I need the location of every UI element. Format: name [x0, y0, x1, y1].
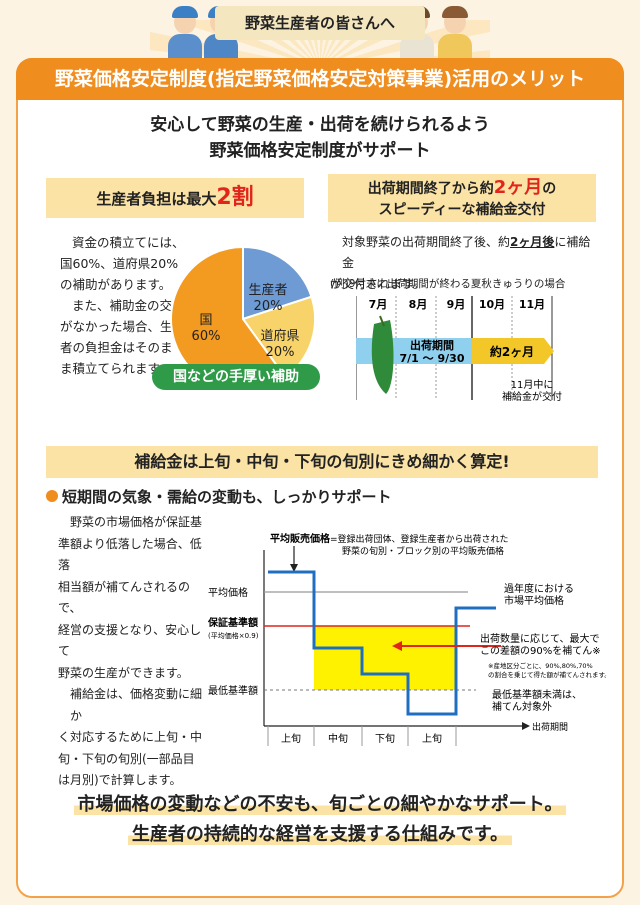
left-box-text: 資金の積立てには、 国60%、道府県20% の補助があります。 また、補助金の交…	[60, 235, 186, 376]
month-label: 7月	[369, 298, 388, 311]
period-tick: 上旬	[422, 732, 442, 745]
pie-label-national: 国	[199, 313, 212, 328]
pie-pct-producer: 20%	[254, 299, 283, 314]
lead-text: 安心して野菜の生産・出荷を続けられるよう 野菜価格安定制度がサポート	[150, 115, 490, 161]
shipping-timeline: 7月 8月 9月 10月 11月 出荷期間 7/1 〜 9/30 約2ヶ月 11…	[356, 296, 562, 403]
sub-heading: 短期間の気象・需給の変動も、しっかりサポート	[46, 486, 392, 507]
top-tag: 野菜生産者の皆さんへ	[215, 6, 425, 40]
left-box-heading: 生産者負担は最大2割	[46, 178, 304, 218]
graph-def-label: 平均販売価格	[270, 532, 331, 545]
period-tick: 下旬	[375, 732, 395, 745]
month-label: 10月	[479, 298, 505, 311]
compensation-text: この差額の90%を補てん※	[480, 644, 601, 657]
farmer-illustration	[438, 2, 472, 62]
month-label: 11月	[519, 298, 545, 311]
graph-def-text: =登録出荷団体、登録生産者から出荷された	[330, 533, 509, 545]
farmer-illustration	[168, 2, 202, 62]
price-graph: 平均販売価格 =登録出荷団体、登録生産者から出荷された 野菜の旬別・ブロック別の…	[207, 532, 606, 746]
timeline-note: 11月中に	[511, 378, 554, 391]
period-range: 7/1 〜 9/30	[400, 352, 465, 365]
month-label: 9月	[447, 298, 466, 311]
pie-label-producer: 生産者	[248, 282, 287, 298]
guarantee-sub-label: (平均価格×0.9)	[208, 631, 259, 640]
pie-pct-prefecture: 20%	[266, 345, 295, 360]
page-title: 野菜価格安定制度(指定野菜価格安定対策事業)活用のメリット	[16, 58, 624, 100]
bottom-message-2: 生産者の持続的な経営を支援する仕組みです。	[30, 820, 610, 846]
note-small: ※産地区分ごとに、90%,80%,70%	[488, 661, 593, 670]
note-small: の割合を乗じて得た額が補てんされます。	[488, 670, 606, 679]
burden-pie-chart: 生産者 20% 道府県 20% 国 60%	[170, 245, 316, 392]
bullet-icon	[46, 490, 58, 502]
period-tick: 上旬	[281, 732, 301, 745]
pie-label-prefecture: 道府県	[260, 329, 299, 344]
pie-banner: 国などの手厚い補助	[152, 364, 320, 390]
past-avg-text: 市場平均価格	[504, 594, 564, 607]
guarantee-label: 保証基準額	[207, 616, 258, 629]
explanation-text: 野菜の市場価格が保証基 準額より低落した場合、低落 相当額が補てんされるので、 …	[58, 515, 203, 787]
pie-slice-2	[170, 245, 287, 392]
pie-pct-national: 60%	[192, 329, 221, 344]
mid-heading: 補給金は上旬・中旬・下旬の旬別にきめ細かく算定!	[46, 446, 598, 478]
period-label: 出荷期間	[410, 338, 454, 352]
cucumber-icon	[371, 315, 394, 394]
compensation-text: 出荷数量に応じて、最大で	[480, 632, 600, 645]
period-tick: 中旬	[328, 732, 348, 745]
graph-def-text: 野菜の旬別・ブロック別の平均販売価格	[342, 545, 504, 557]
right-box-text: 対象野菜の出荷期間終了後、約2ヶ月後に補給金 が交付されます。	[330, 235, 591, 291]
past-avg-text: 過年度における	[504, 582, 574, 595]
bottom-message-1: 市場価格の変動などの不安も、旬ごとの細やかなサポート。	[30, 790, 610, 816]
below-min-text: 補てん対象外	[492, 700, 552, 713]
min-base-label: 最低基準額	[208, 684, 258, 697]
month-label: 8月	[409, 298, 428, 311]
pie-slice-0	[242, 245, 313, 321]
avg-price-label: 平均価格	[208, 586, 248, 599]
right-box-heading: 出荷期間終了から約2ヶ月の スピーディーな補給金交付	[328, 174, 596, 222]
example-note: (例)9月末に出荷期間が終わる夏秋きゅうりの場合	[330, 278, 566, 290]
x-axis-label: 出荷期間	[532, 721, 568, 733]
arrow-label: 約2ヶ月	[490, 344, 534, 359]
below-min-text: 最低基準額未満は、	[492, 688, 582, 701]
timeline-note: 補給金が交付	[502, 390, 562, 403]
